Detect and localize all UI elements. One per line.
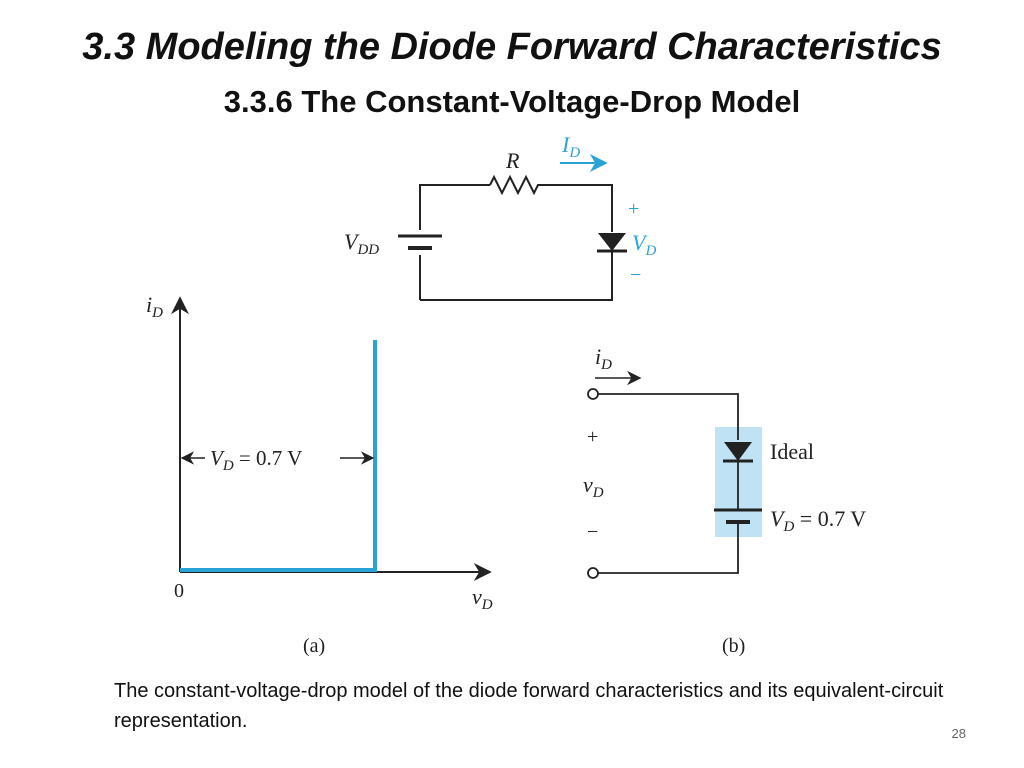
voltage-drop-annotation: VD = 0.7 V: [210, 446, 302, 474]
diode-plus-sign: +: [628, 198, 639, 220]
top-circuit: [398, 174, 613, 301]
ideal-label: Ideal: [770, 439, 814, 464]
page-number: 28: [951, 726, 966, 741]
figure-caption: The constant-voltage-drop model of the d…: [114, 680, 944, 732]
graph-x-label: vD: [472, 584, 493, 613]
graph-origin-label: 0: [174, 580, 184, 602]
slide-title: 3.3 Modeling the Diode Forward Character…: [82, 26, 942, 68]
model-wire-top: [598, 393, 739, 440]
model-plus-sign: +: [587, 426, 598, 448]
model-wire-bottom: [598, 522, 739, 574]
resistor-label: R: [505, 148, 520, 173]
source-label: VDD: [344, 229, 379, 258]
graph-y-label: iD: [146, 292, 163, 321]
diode-voltage-label: VD: [632, 230, 656, 259]
characteristic-curve: [180, 340, 377, 572]
bottom-terminal: [587, 567, 599, 579]
model-minus-sign: −: [587, 521, 598, 543]
model-current-label: iD: [595, 344, 612, 373]
diode-symbol: [597, 233, 627, 253]
ideal-diode-symbol: [723, 442, 753, 463]
model-b-circuit: [587, 388, 762, 579]
graph-a: [171, 296, 492, 581]
slide-subtitle: 3.3.6 The Constant-Voltage-Drop Model: [223, 84, 801, 119]
circuit-wire-left-top: [419, 184, 490, 300]
resistor-symbol: [489, 174, 613, 232]
diode-minus-sign: −: [630, 264, 641, 286]
current-label: ID: [561, 132, 580, 161]
circuit-wire-right-bottom: [420, 252, 613, 301]
model-voltage-label: vD: [583, 472, 604, 501]
panel-label-a: (a): [303, 635, 325, 657]
panel-label-b: (b): [722, 635, 745, 657]
battery-voltage-label: VD = 0.7 V: [770, 506, 866, 535]
top-terminal: [587, 388, 599, 400]
